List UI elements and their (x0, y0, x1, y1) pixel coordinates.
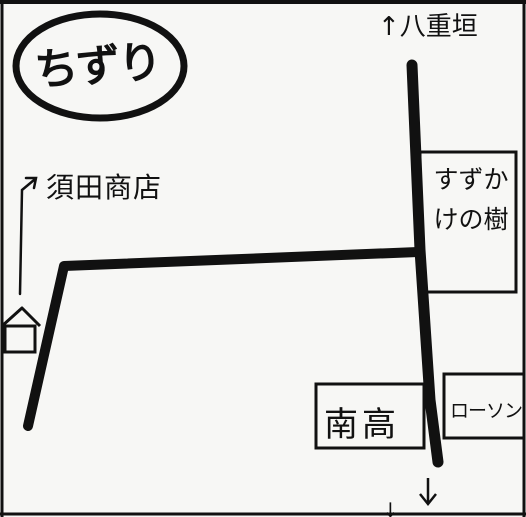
south-direction-label: ↓ (382, 498, 399, 517)
house-icon (0, 306, 42, 354)
school-box (314, 382, 426, 450)
convenience-store-label: ローソン (450, 400, 523, 422)
arrow-down-icon (419, 478, 437, 507)
shop-pointer-line (18, 178, 36, 296)
tree-label: すずかけの樹 (433, 165, 509, 234)
shop-label: 須田商店 (46, 171, 163, 204)
side-road (23, 247, 423, 431)
main-road (406, 59, 444, 468)
north-direction-label: ↑八重垣 (378, 12, 478, 42)
tree-box (418, 150, 518, 294)
logo-text: ちずり (32, 36, 162, 97)
school-label: 南高 (324, 405, 400, 445)
arrow-up-icon (24, 176, 38, 190)
logo-oval (12, 10, 188, 122)
store-box (442, 372, 526, 440)
